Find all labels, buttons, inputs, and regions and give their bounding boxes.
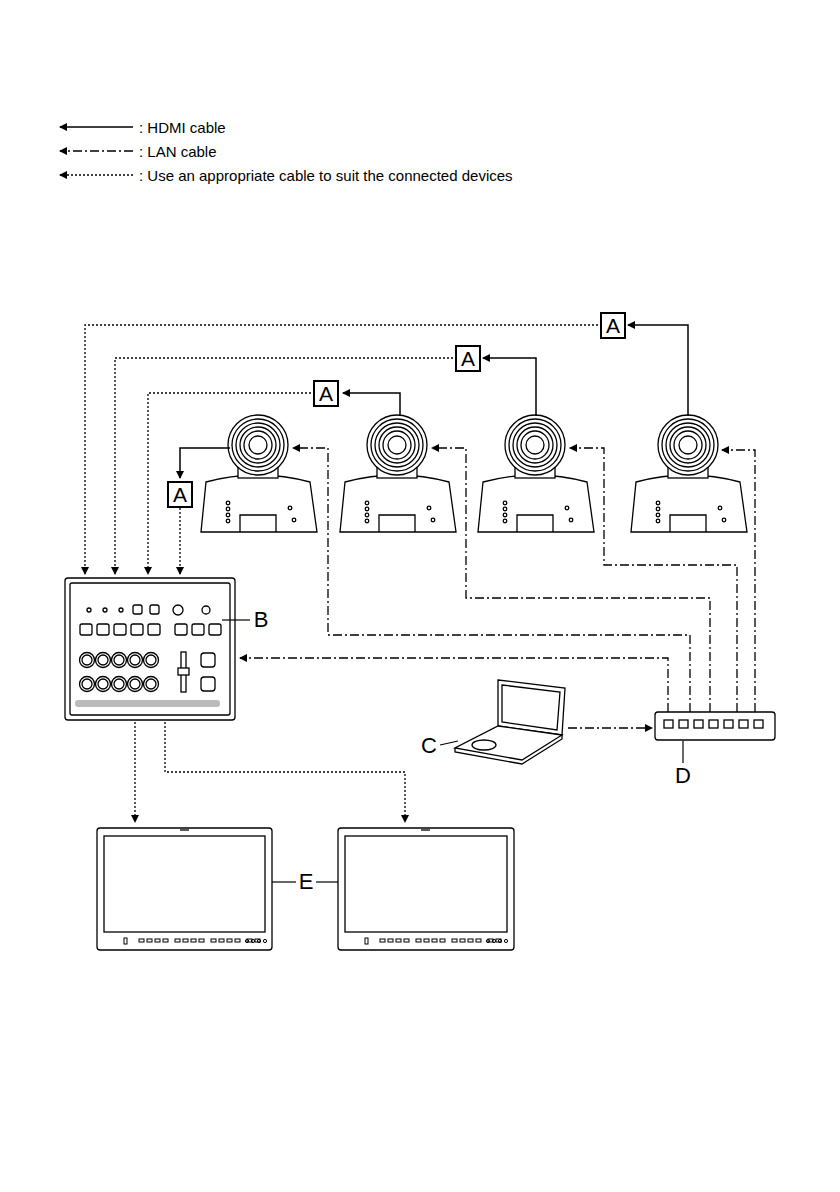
legend-text: : Use an appropriate cable to suit the c… [139, 168, 513, 183]
box-letter: A [319, 383, 333, 404]
connector-box: A [455, 345, 481, 372]
other-cable-sample [60, 174, 133, 176]
legend-text: : LAN cable [139, 144, 217, 159]
laptop [455, 680, 565, 764]
network-switch [655, 712, 775, 740]
callout-letter: B [253, 609, 270, 631]
video-wires [85, 325, 598, 822]
box-letter: A [606, 315, 620, 336]
monitor [97, 828, 514, 950]
box-letter: A [461, 348, 475, 369]
leader-lines [222, 620, 683, 882]
camera-group [201, 415, 747, 532]
callout-letter: E [298, 871, 315, 893]
box-letter: A [173, 484, 187, 505]
hdmi-wires [180, 325, 688, 478]
callout-letter: D [674, 765, 692, 787]
video-switcher [65, 578, 235, 720]
connector-box: A [600, 312, 626, 339]
connector-box: A [167, 481, 193, 508]
lan-sample [60, 150, 133, 152]
connector-box: A [313, 380, 339, 407]
hdmi-sample [60, 126, 133, 128]
legend-text: : HDMI cable [139, 120, 226, 135]
callout-letter: C [420, 735, 438, 757]
